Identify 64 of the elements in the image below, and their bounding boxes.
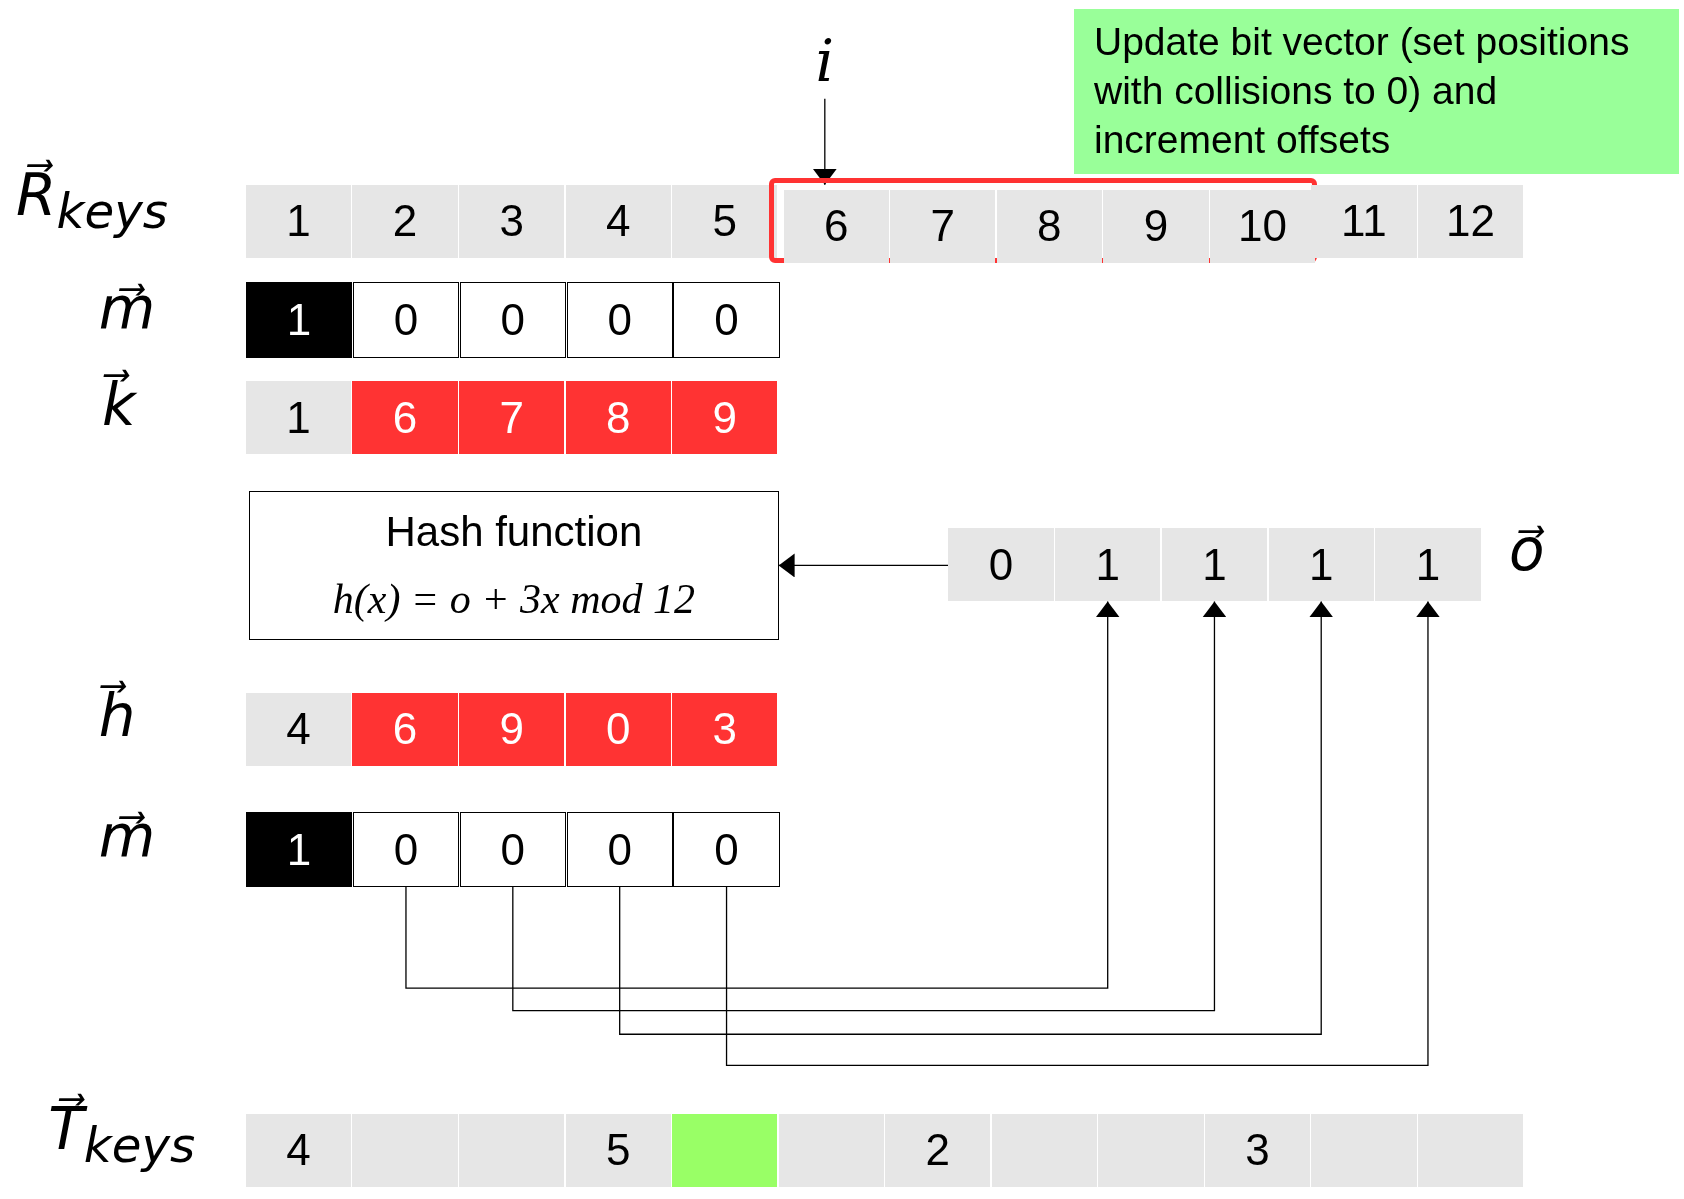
hash-function-box (249, 490, 779, 641)
array-cell: 1 (1161, 528, 1268, 602)
array-cell (1311, 1113, 1417, 1187)
vector-label: m⃗ (98, 273, 156, 342)
array-cell (459, 1113, 565, 1187)
array-cell (352, 1113, 458, 1187)
array-cell: 1 (245, 282, 353, 358)
array-cell: 0 (566, 811, 673, 888)
vector-label: R⃗$_{keys}$ (16, 161, 168, 239)
array-cell: 10 (1209, 189, 1316, 263)
arrow (619, 600, 1330, 1035)
vector-label: h⃗ (98, 681, 136, 750)
array-cell: 0 (352, 811, 460, 888)
array-cell: 7 (890, 189, 996, 263)
array-cell (778, 1113, 884, 1187)
array-cell: 9 (1103, 189, 1209, 263)
array-cell: 0 (566, 282, 673, 358)
array-cell: 9 (672, 381, 778, 455)
index-variable: i (803, 23, 847, 99)
array-cell (1417, 1113, 1524, 1187)
array-cell: 6 (352, 692, 458, 766)
array-cell: 4 (245, 1113, 352, 1187)
vector-label: m⃗ (98, 802, 156, 871)
box-title: Hash function (385, 507, 643, 556)
array-cell: 8 (996, 189, 1102, 263)
vector-label: T⃗$_{keys}$ (48, 1095, 196, 1174)
note-box: Update bit vector (set positions with collisions to 0) and increment offsets (1073, 8, 1679, 174)
array-cell: 3 (672, 692, 778, 766)
array-cell (991, 1113, 1097, 1187)
vector-label: o⃗ (1508, 515, 1545, 584)
array-cell: 9 (459, 692, 565, 766)
array-cell: 0 (673, 282, 780, 358)
array-cell: 2 (885, 1113, 991, 1187)
vector-label: k⃗ (102, 370, 136, 439)
array-cell: 0 (352, 282, 460, 358)
array-cell: 0 (459, 282, 566, 358)
array-cell: 11 (1311, 184, 1417, 258)
array-cell: 1 (1268, 528, 1374, 602)
array-cell: 1 (1375, 528, 1481, 602)
array-cell (672, 1113, 778, 1187)
array-cell: 5 (672, 184, 778, 258)
arrow (512, 600, 1223, 1012)
array-cell: 0 (673, 811, 780, 888)
formula: h(x) = o + 3x mod 12 (332, 575, 696, 624)
array-cell: 2 (352, 184, 458, 258)
array-cell: 0 (565, 692, 671, 766)
array-cell: 1 (245, 184, 352, 258)
array-cell: 4 (565, 184, 671, 258)
array-cell: 6 (783, 189, 889, 263)
array-cell: 1 (245, 811, 353, 888)
array-cell: 4 (245, 692, 352, 766)
array-cell: 1 (1055, 528, 1161, 602)
highlight-frame (768, 178, 1317, 264)
array-cell: 8 (565, 381, 671, 455)
array-cell: 7 (459, 381, 565, 455)
array-cell: 6 (352, 381, 458, 455)
array-cell (1098, 1113, 1204, 1187)
array-cell: 12 (1417, 184, 1524, 258)
array-cell: 0 (459, 811, 566, 888)
array-cell: 3 (1204, 1113, 1311, 1187)
array-cell: 5 (565, 1113, 671, 1187)
array-cell: 0 (948, 528, 1054, 602)
array-cell: 1 (245, 381, 352, 455)
array-cell: 3 (459, 184, 565, 258)
